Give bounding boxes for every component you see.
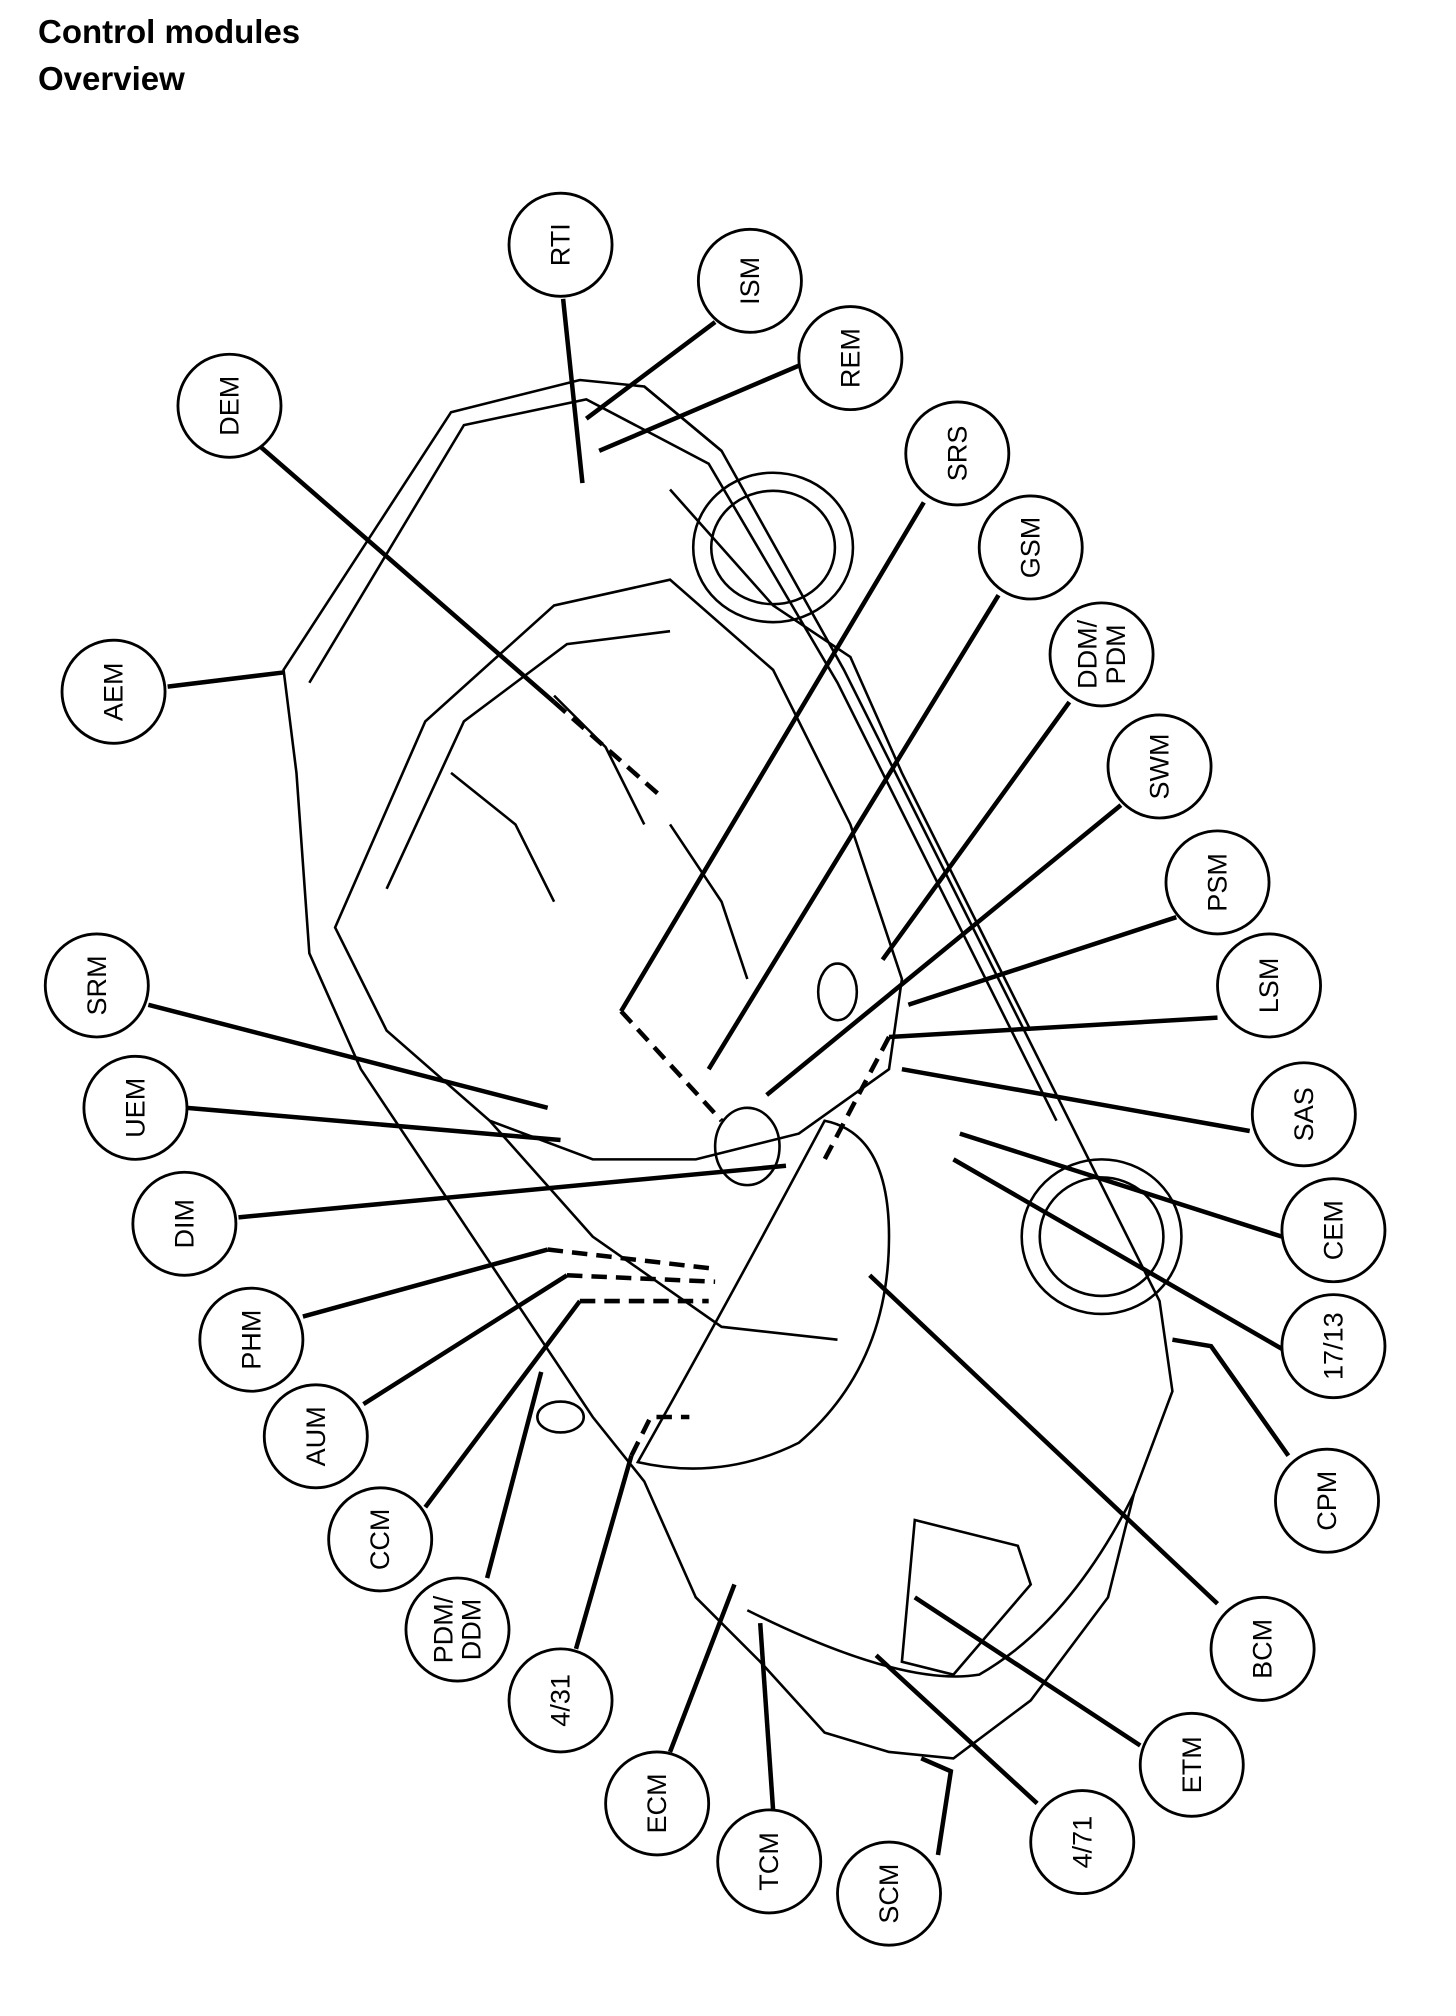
page-title: Control modules Overview bbox=[38, 8, 300, 102]
headlight bbox=[900, 1518, 1033, 1677]
callout-circle bbox=[1274, 1447, 1380, 1554]
title-line-1: Control modules bbox=[38, 13, 301, 50]
callout-circle bbox=[696, 227, 803, 334]
callout-circle bbox=[1138, 1711, 1245, 1818]
module-callout-phm: PHM bbox=[198, 1286, 305, 1393]
callout-circle bbox=[404, 1576, 511, 1683]
module-label: 17/13 bbox=[1318, 1312, 1348, 1380]
module-label: DIM bbox=[169, 1199, 199, 1249]
module-label: SCM bbox=[874, 1864, 904, 1924]
module-label: PDM bbox=[1101, 624, 1131, 684]
callout-circle bbox=[43, 932, 150, 1039]
module-label: AEM bbox=[99, 662, 129, 721]
module-label: REM bbox=[835, 328, 865, 388]
car-outline bbox=[282, 378, 1183, 1760]
callout-circle bbox=[198, 1286, 305, 1393]
module-label: ETM bbox=[1177, 1736, 1207, 1793]
callout-circle bbox=[604, 1750, 711, 1857]
module-label: AUM bbox=[301, 1406, 331, 1466]
rear-wheel bbox=[691, 471, 855, 624]
module-callout-sas: SAS bbox=[1250, 1061, 1357, 1168]
callout-circle bbox=[1209, 1595, 1316, 1702]
callout-circle bbox=[507, 191, 614, 298]
module-callout-aem: AEM bbox=[60, 638, 167, 745]
callout-circle bbox=[797, 305, 904, 412]
module-callout-srs: SRS bbox=[904, 400, 1011, 507]
module-label: PHM bbox=[236, 1310, 266, 1370]
module-label: TCM bbox=[754, 1832, 784, 1891]
module-callout-dim: DIM bbox=[131, 1170, 238, 1277]
module-label: BCM bbox=[1248, 1619, 1278, 1679]
module-callout-srm: SRM bbox=[43, 932, 150, 1039]
callout-circle bbox=[60, 638, 167, 745]
callout-circle bbox=[904, 400, 1011, 507]
leader-lines bbox=[147, 298, 1291, 1856]
hood bbox=[635, 1119, 891, 1470]
module-callout-uem: UEM bbox=[82, 1054, 189, 1161]
module-label: LSM bbox=[1254, 958, 1284, 1014]
module-label: CPM bbox=[1312, 1471, 1342, 1531]
module-callout-scm: SCM bbox=[836, 1840, 942, 1947]
module-label: DDM/ bbox=[1072, 619, 1102, 689]
module-callout-tcm: TCM bbox=[716, 1808, 823, 1915]
module-callout-ddm-pdm: DDM/PDM bbox=[1048, 601, 1155, 708]
module-label: 4/31 bbox=[546, 1674, 576, 1727]
module-callout-dem: DEM bbox=[176, 352, 283, 459]
module-label: UEM bbox=[120, 1078, 150, 1138]
callout-circle bbox=[507, 1647, 614, 1754]
module-callout-aum: AUM bbox=[262, 1383, 369, 1490]
callout-circle bbox=[1164, 829, 1271, 936]
module-callout-ccm: CCM bbox=[327, 1486, 434, 1593]
callout-circle bbox=[82, 1054, 189, 1161]
module-callout-swm: SWM bbox=[1106, 713, 1213, 820]
callout-circle bbox=[1029, 1789, 1136, 1896]
module-callout-ism: ISM bbox=[696, 227, 803, 334]
module-callout-pdm-ddm: PDM/DDM bbox=[404, 1576, 511, 1683]
module-label: SAS bbox=[1289, 1087, 1319, 1141]
module-label: SRM bbox=[82, 955, 112, 1015]
callout-circle bbox=[1106, 713, 1213, 820]
callout-circle bbox=[836, 1840, 942, 1947]
callout-circle bbox=[716, 1808, 823, 1915]
module-callout-4-71: 4/71 bbox=[1029, 1789, 1136, 1896]
module-label: RTI bbox=[546, 223, 576, 266]
callout-circle bbox=[1280, 1177, 1387, 1284]
module-label: CCM bbox=[365, 1509, 395, 1571]
callout-circle bbox=[977, 494, 1084, 601]
module-label: DDM bbox=[457, 1599, 487, 1661]
module-callout-lsm: LSM bbox=[1216, 932, 1322, 1039]
title-line-2: Overview bbox=[38, 60, 185, 97]
module-callout-cpm: CPM bbox=[1274, 1447, 1380, 1554]
module-label: CEM bbox=[1318, 1200, 1348, 1260]
module-label: GSM bbox=[1016, 517, 1046, 579]
module-label: PDM/ bbox=[428, 1595, 458, 1663]
module-callout-rem: REM bbox=[797, 305, 904, 412]
module-callout-17-13: 17/13 bbox=[1280, 1293, 1387, 1400]
module-callout-etm: ETM bbox=[1138, 1711, 1245, 1818]
callout-circle bbox=[1216, 932, 1322, 1039]
module-label: ISM bbox=[735, 257, 765, 305]
module-callout-psm: PSM bbox=[1164, 829, 1271, 936]
callout-circle bbox=[1250, 1061, 1357, 1168]
module-callout-gsm: GSM bbox=[977, 494, 1084, 601]
callout-circle bbox=[1280, 1293, 1387, 1400]
module-label: 4/71 bbox=[1067, 1816, 1097, 1869]
callout-circle bbox=[262, 1383, 369, 1490]
callout-circle bbox=[1048, 601, 1155, 708]
callout-circle bbox=[176, 352, 283, 459]
module-callout-cem: CEM bbox=[1280, 1177, 1387, 1284]
module-callout-bcm: BCM bbox=[1209, 1595, 1316, 1702]
module-label: DEM bbox=[214, 376, 244, 436]
module-label: ECM bbox=[642, 1773, 672, 1833]
module-label: SWM bbox=[1145, 733, 1175, 799]
front-wheel bbox=[1020, 1158, 1183, 1316]
module-callout-ecm: ECM bbox=[604, 1750, 711, 1857]
callout-circle bbox=[327, 1486, 434, 1593]
module-callout-rti: RTI bbox=[507, 191, 614, 298]
module-callout-4-31: 4/31 bbox=[507, 1647, 614, 1754]
module-label: SRS bbox=[942, 426, 972, 482]
callout-circle bbox=[131, 1170, 238, 1277]
module-label: PSM bbox=[1203, 853, 1233, 912]
